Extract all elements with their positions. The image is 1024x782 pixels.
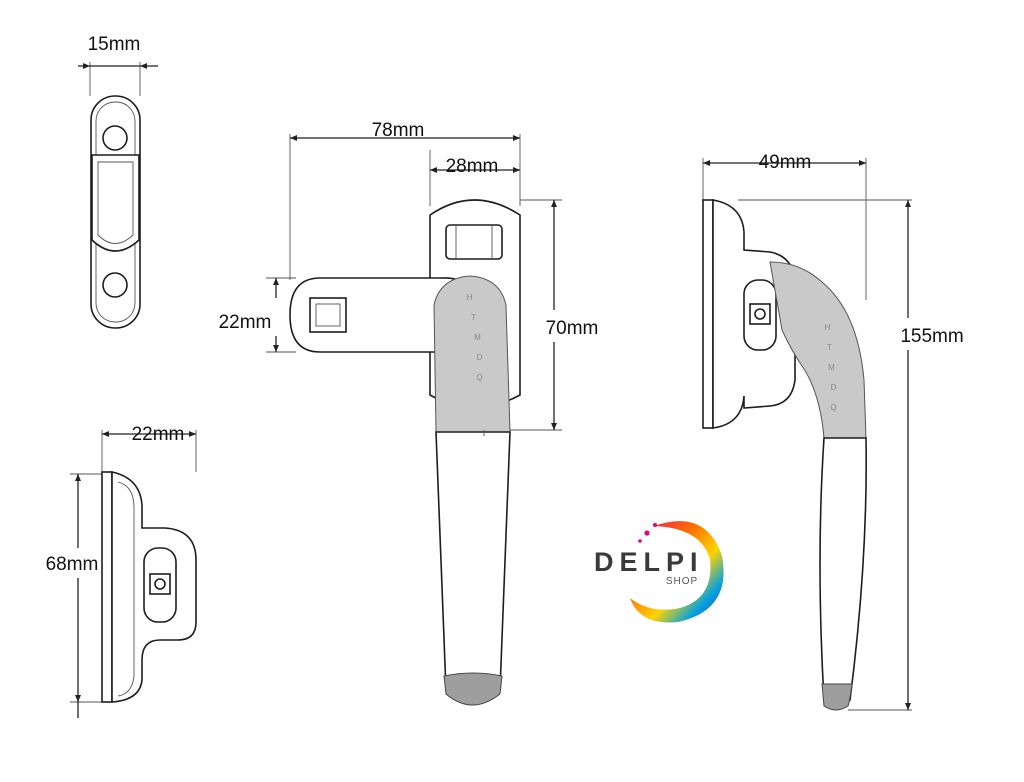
- handle-top-lock: [445, 224, 503, 260]
- handle-profile-view: 49mm 155mm H T M D Q: [702, 152, 964, 711]
- dimension-label-upper-height: 70mm: [546, 318, 599, 339]
- embossed-letter: D: [477, 353, 484, 362]
- screw-hole-bottom: [102, 272, 128, 298]
- embossed-letter: T: [471, 313, 477, 322]
- key-lock-square: [309, 297, 347, 333]
- embossed-letter: D: [831, 383, 838, 392]
- spindle-housing: [91, 154, 140, 252]
- handle-grip-upper: [433, 275, 511, 433]
- embossed-letter: Q: [830, 403, 837, 412]
- dimension-label-side-depth: 22mm: [132, 424, 185, 445]
- profile-grip-lower: [819, 437, 867, 707]
- handle-grip-tip: [443, 672, 503, 706]
- handle-front-view: 78mm 28mm 22mm 70mm H T M D Q: [219, 120, 599, 706]
- dimension-label-profile-width: 49mm: [759, 152, 812, 173]
- embossed-letter: T: [827, 343, 833, 352]
- dimension-label-profile-height: 155mm: [900, 326, 963, 347]
- dimension-label-side-height: 68mm: [46, 554, 99, 575]
- profile-plate-face: [702, 199, 714, 429]
- embossed-letter: M: [474, 333, 482, 342]
- dimension-label-key-height: 22mm: [219, 312, 272, 333]
- embossed-letter: H: [467, 293, 474, 302]
- logo-swirl: [630, 521, 724, 623]
- logo-sub: SHOP: [666, 576, 698, 587]
- embossed-letter: Q: [476, 373, 483, 382]
- dimension-label-base-width: 28mm: [446, 156, 499, 177]
- dimension-label-total-width: 78mm: [372, 120, 425, 141]
- delpi-shop-logo: DELPI SHOP: [594, 521, 724, 623]
- handle-grip-lower: [435, 431, 511, 704]
- embossed-letter: H: [825, 323, 832, 332]
- side-plate-face: [101, 471, 113, 703]
- screw-hole-top: [102, 125, 128, 151]
- profile-grip-tip: [821, 683, 853, 711]
- logo-name: DELPI: [594, 547, 704, 577]
- profile-grip-upper: [769, 261, 867, 439]
- embossed-letter: M: [828, 363, 836, 372]
- dimension-label-base-width: 15mm: [88, 34, 141, 55]
- base-plate-front-view: 15mm: [78, 34, 158, 329]
- base-side-view: 22mm 68mm: [46, 424, 197, 718]
